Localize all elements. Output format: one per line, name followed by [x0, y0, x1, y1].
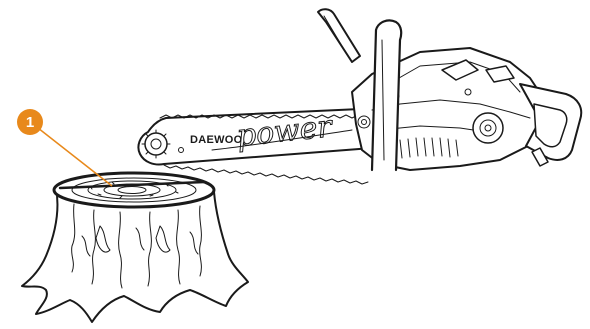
callout-number: 1	[26, 114, 34, 131]
nose-sprocket-icon	[142, 130, 170, 158]
tree-stump	[22, 173, 248, 322]
callout-1: 1	[17, 109, 112, 186]
front-hand-guard	[318, 9, 360, 62]
brand-label: DAEWOO	[190, 134, 243, 146]
chainsaw: DAEWOO power	[138, 9, 581, 184]
starter-recoil-icon	[473, 113, 503, 143]
front-handle	[372, 20, 401, 170]
guide-bar: DAEWOO power	[138, 108, 382, 184]
